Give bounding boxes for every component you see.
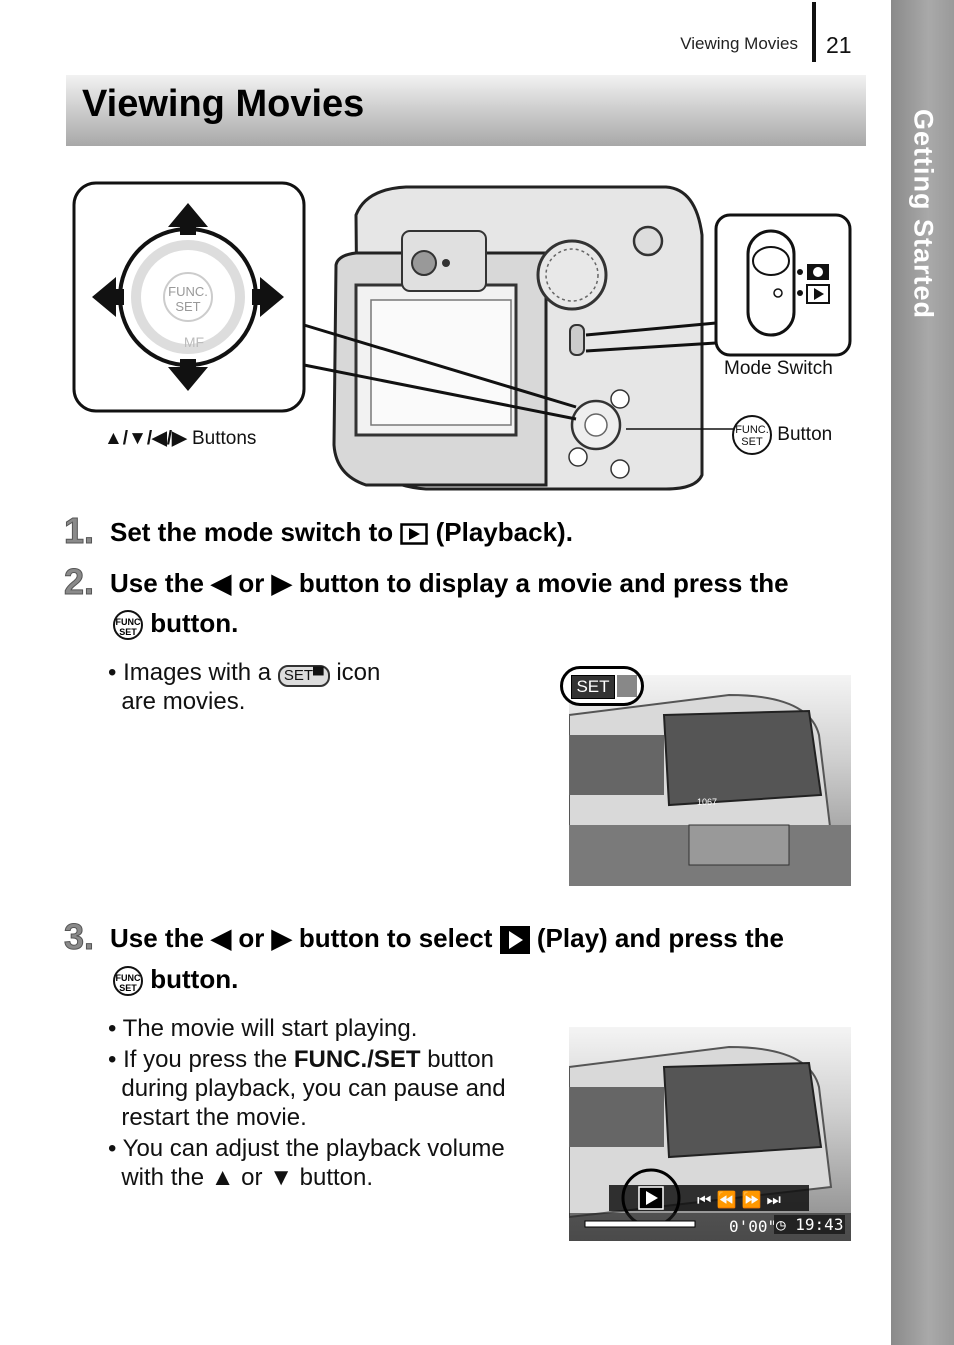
car-number: 1067 (697, 797, 717, 807)
step-1-text: Set the mode switch to (Playback). (110, 517, 573, 547)
func-set-caption: FUNC.SET Button (732, 415, 832, 455)
clock-icon: ◷ (776, 1215, 786, 1234)
movie-icon (617, 675, 637, 697)
play-icon (499, 926, 530, 955)
header-divider (812, 2, 816, 62)
right-arrow-icon: ▶ (271, 568, 292, 598)
arrows-caption: ▲/▼/◀/▶ Buttons (104, 428, 257, 449)
movie-frame-image: 1067 (569, 675, 851, 886)
up-arrow-icon (168, 203, 208, 235)
right-arrow-icon: ▶ (271, 923, 292, 953)
camera-diagram-art: FUNC. SET MF (72, 181, 852, 491)
playback-mode-icon (400, 523, 429, 545)
set-movie-badge: SET (560, 666, 644, 706)
step-3-bullet-3: • You can adjust the playback volume wit… (108, 1135, 505, 1191)
dpad-mf-text: MF (184, 334, 204, 350)
down-arrow-icon (168, 359, 208, 391)
right-arrow-icon (252, 277, 284, 317)
step-3-number: 3. (63, 916, 95, 958)
step-2-line1: Use the ◀ or ▶ button to display a movie… (110, 568, 789, 598)
step-3-line1: Use the ◀ or ▶ button to select (Play) a… (110, 923, 784, 955)
running-header: Viewing Movies (680, 34, 798, 53)
dpad-set-text: SET (175, 299, 200, 314)
elapsed-time: 0'00" (729, 1217, 778, 1236)
section-tab-label: Getting Started (908, 108, 938, 320)
up-arrow-icon: ▲ (210, 1164, 235, 1191)
camera-diagram: FUNC. SET MF (66, 175, 866, 495)
step-2-bullet: • Images with a SET▀ icon are movies. (108, 659, 381, 715)
page-title: Viewing Movies (82, 83, 365, 125)
func-set-button-icon: FUNC.SET (732, 415, 772, 455)
down-arrow-icon: ▼ (269, 1164, 293, 1191)
transport-icons: ⏮ ⏪ ⏩ ⏭ (697, 1190, 781, 1209)
page-number: 21 (826, 32, 852, 58)
step-2-number: 2. (63, 561, 95, 603)
set-movie-icon: SET▀ (277, 665, 330, 687)
step-1-number: 1. (63, 510, 95, 552)
left-arrow-icon: ◀ (211, 568, 232, 598)
section-tab: Getting Started (891, 0, 954, 1345)
movie-playback-image: ⏮ ⏪ ⏩ ⏭ 0'00" ◷ 19:43 (569, 1027, 851, 1241)
left-arrow-icon: ◀ (211, 923, 232, 953)
camera-body (332, 185, 704, 491)
clock-readout: ◷ 19:43 (774, 1215, 846, 1234)
step-3-bullet-2: • If you press the FUNC./SET button duri… (108, 1046, 506, 1131)
step-3-bullet-1: • The movie will start playing. (108, 1015, 418, 1042)
dpad-func-text: FUNC. (168, 284, 208, 299)
func-set-caption-text: Button (777, 424, 833, 446)
left-arrow-icon (92, 277, 124, 317)
mode-switch-caption: Mode Switch (724, 358, 833, 379)
set-badge-label: SET (571, 675, 615, 699)
title-band: Viewing Movies (66, 75, 866, 146)
arrows-caption-text: Buttons (191, 428, 257, 449)
